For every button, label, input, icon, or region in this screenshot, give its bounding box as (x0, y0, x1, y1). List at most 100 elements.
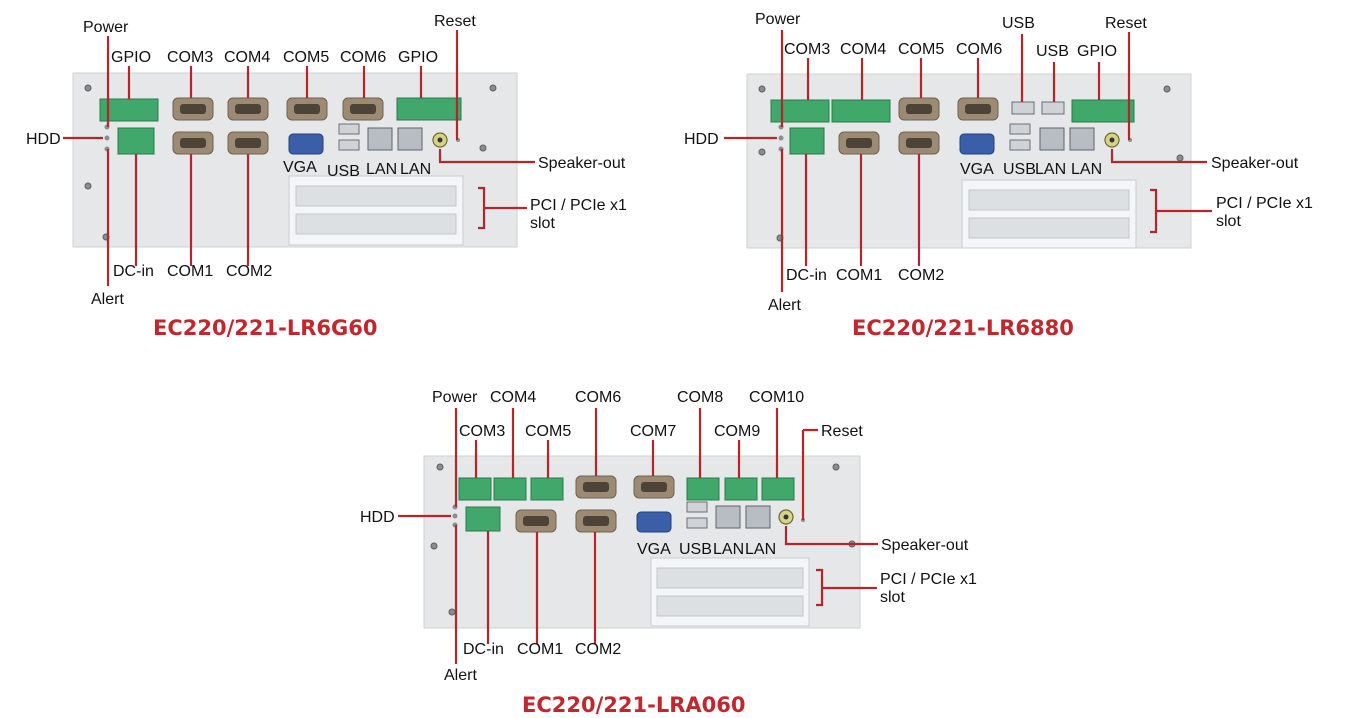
label-com9: COM9 (714, 423, 760, 440)
label-reset: Reset (1105, 15, 1147, 32)
label-dc-in: DC-in (786, 267, 827, 284)
lan-port-icon (367, 127, 393, 151)
label-com7: COM7 (630, 423, 676, 440)
usb-port-icon (686, 517, 708, 529)
label-pci: PCI / PCIe x1 (1216, 195, 1313, 212)
com4-terminal-icon (831, 99, 891, 123)
screw-icon (430, 542, 438, 550)
screw-icon (832, 463, 840, 471)
hdd-led-icon (778, 135, 784, 141)
model-title: EC220/221-LR6880 (852, 316, 1074, 340)
label-com3: COM3 (167, 49, 213, 66)
lan-port-icon (397, 127, 423, 151)
label-gpio: GPIO (398, 49, 438, 66)
screw-icon (84, 182, 92, 190)
screw-icon (758, 148, 766, 156)
label-slot: slot (1216, 213, 1241, 230)
screw-icon (1163, 85, 1171, 93)
label-com5: COM5 (283, 49, 329, 66)
gpio-terminal-icon (1071, 99, 1135, 123)
label-lan: LAN (1035, 161, 1066, 178)
com10-terminal-icon (761, 477, 795, 501)
dc-in-terminal-icon (117, 127, 155, 155)
label-hdd: HDD (684, 131, 719, 148)
usb-port-icon (686, 501, 708, 513)
label-reset: Reset (434, 13, 476, 30)
label-alert: Alert (768, 297, 801, 314)
screw-icon (489, 84, 497, 92)
usb-port-icon (1009, 123, 1031, 135)
label-com4: COM4 (224, 49, 270, 66)
label-pci: PCI / PCIe x1 (880, 571, 977, 588)
com4-terminal-icon (493, 477, 527, 501)
label-lan: LAN (400, 161, 431, 178)
screw-icon (479, 144, 487, 152)
label-com1: COM1 (517, 641, 563, 658)
usb-port-icon (338, 123, 360, 135)
label-lan: LAN (713, 541, 744, 558)
label-hdd: HDD (360, 509, 395, 526)
screw-icon (84, 84, 92, 92)
label-usb: USB (1003, 161, 1036, 178)
lan-port-icon (1039, 127, 1065, 151)
dc-in-terminal-icon (465, 506, 501, 532)
screw-icon (758, 85, 766, 93)
label-reset: Reset (821, 423, 863, 440)
diagram-lra060: Power COM4 COM6 COM8 COM10 COM3 COM5 COM… (360, 389, 977, 717)
label-usb: USB (1036, 43, 1069, 60)
label-com5: COM5 (525, 423, 571, 440)
label-speaker-out: Speaker-out (1211, 155, 1299, 172)
usb-port-icon (1011, 101, 1035, 115)
label-com10: COM10 (749, 389, 804, 406)
screw-icon (436, 463, 444, 471)
gpio-terminal-icon (396, 97, 462, 121)
label-dc-in: DC-in (113, 263, 154, 280)
model-title: EC220/221-LR6G60 (153, 316, 377, 340)
label-speaker-out: Speaker-out (538, 155, 626, 172)
label-com2: COM2 (575, 641, 621, 658)
dc-in-terminal-icon (789, 127, 825, 155)
label-com4: COM4 (490, 389, 536, 406)
label-usb: USB (679, 541, 712, 558)
label-com1: COM1 (167, 263, 213, 280)
label-com6: COM6 (340, 49, 386, 66)
model-title: EC220/221-LRA060 (522, 693, 745, 717)
label-alert: Alert (444, 667, 477, 684)
label-vga: VGA (637, 541, 671, 558)
lan-port-icon (715, 505, 741, 529)
label-com3: COM3 (459, 423, 505, 440)
label-hdd: HDD (26, 131, 61, 148)
diagram-lr6880: Power USB Reset COM3 COM4 COM5 COM6 USB … (684, 11, 1313, 340)
label-slot: slot (530, 215, 555, 232)
usb-port-icon (338, 139, 360, 151)
label-com6: COM6 (956, 41, 1002, 58)
label-com2: COM2 (226, 263, 272, 280)
vga-port-icon (959, 133, 995, 155)
com3-terminal-icon (770, 99, 830, 123)
label-power: Power (755, 11, 801, 28)
label-slot: slot (880, 589, 905, 606)
label-com8: COM8 (677, 389, 723, 406)
com5-terminal-icon (530, 477, 564, 501)
com8-terminal-icon (686, 477, 720, 501)
label-usb: USB (327, 163, 360, 180)
lan-port-icon (745, 505, 771, 529)
label-power: Power (83, 19, 129, 36)
label-lan: LAN (1071, 161, 1102, 178)
label-com4: COM4 (840, 41, 886, 58)
vga-port-icon (636, 511, 672, 533)
label-power: Power (432, 389, 478, 406)
label-com5: COM5 (898, 41, 944, 58)
label-dc-in: DC-in (463, 641, 504, 658)
usb-port-icon (1009, 139, 1031, 151)
hdd-led-icon (104, 135, 110, 141)
com9-terminal-icon (724, 477, 758, 501)
label-com6: COM6 (575, 389, 621, 406)
label-com1: COM1 (836, 267, 882, 284)
label-pci: PCI / PCIe x1 (530, 197, 627, 214)
label-lan: LAN (366, 161, 397, 178)
vga-port-icon (288, 133, 324, 155)
label-alert: Alert (91, 291, 124, 308)
label-com3: COM3 (784, 41, 830, 58)
